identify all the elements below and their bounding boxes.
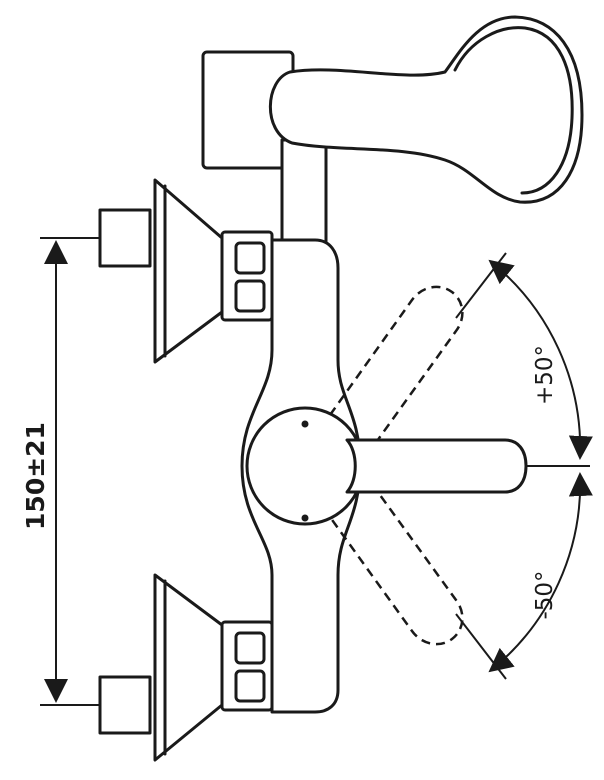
lower-extension-line (455, 613, 507, 680)
lever-ghost-plus50 (328, 285, 464, 449)
shower-holder-stem (280, 138, 328, 247)
upper-connector (98, 178, 274, 364)
cap-dot-top (301, 420, 309, 428)
lower-connector (98, 573, 274, 762)
spacing-dimension: 150±21 (21, 237, 100, 706)
lever-ghost-minus50 (328, 483, 464, 646)
lower-connector-end-cap (98, 675, 152, 735)
shower-handle-inner (453, 26, 574, 195)
lower-nut-facet-a (234, 631, 266, 665)
upper-nut-facet-b (234, 279, 266, 313)
spacing-label: 150±21 (21, 422, 50, 530)
hand-shower (201, 15, 584, 247)
minus50-arc (488, 472, 593, 673)
upper-connector-end-cap (98, 208, 152, 268)
plus50-arc (488, 259, 593, 460)
shower-handle (269, 15, 584, 204)
lever-handle (345, 438, 528, 494)
lever-ghost-positions (328, 285, 464, 646)
cap-dot-bottom (301, 514, 309, 522)
lower-nut-facet-b (234, 669, 266, 703)
upper-nut-facet-a (234, 241, 266, 275)
angle-positive-label: +50° (532, 345, 558, 405)
angle-negative-label: -50° (532, 570, 558, 619)
upper-extension-line (455, 252, 507, 319)
rotation-dimension: +50° -50° (455, 252, 593, 680)
